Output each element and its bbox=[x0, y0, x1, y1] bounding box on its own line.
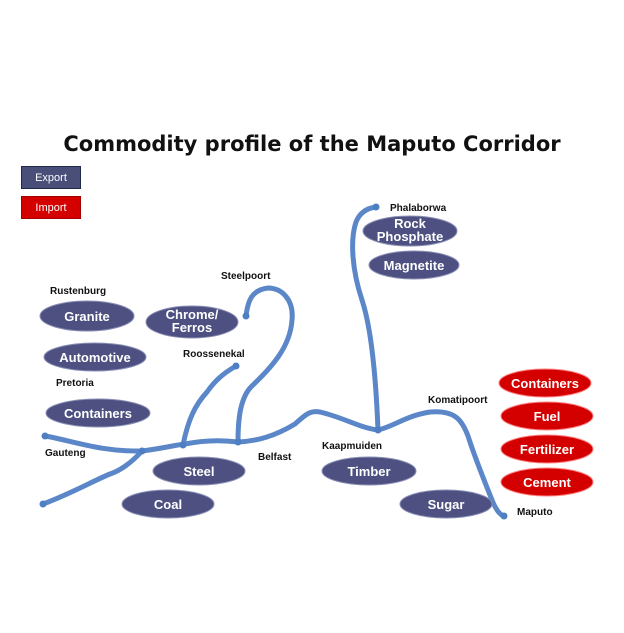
label-roossenekal: Roossenekal bbox=[183, 349, 245, 360]
export-granite: Granite bbox=[39, 300, 135, 332]
legend-export: Export bbox=[21, 166, 81, 189]
label-belfast: Belfast bbox=[258, 452, 292, 463]
svg-text:Containers: Containers bbox=[64, 406, 132, 421]
export-sugar: Sugar bbox=[399, 489, 493, 519]
node-maputo bbox=[500, 512, 508, 520]
node-phalaborwa bbox=[372, 203, 380, 211]
rail-routes bbox=[40, 204, 507, 519]
node-steelpoort bbox=[242, 312, 250, 320]
import-fuel: Fuel bbox=[500, 401, 594, 431]
svg-text:Magnetite: Magnetite bbox=[384, 258, 445, 273]
place-labels: Phalaborwa Steelpoort Rustenburg Roossen… bbox=[45, 203, 553, 518]
export-automotive: Automotive bbox=[43, 342, 147, 372]
import-containers: Containers bbox=[498, 368, 592, 398]
route-steelpoort-branch bbox=[235, 285, 295, 445]
svg-text:Ferros: Ferros bbox=[172, 320, 212, 335]
svg-text:Phosphate: Phosphate bbox=[377, 229, 443, 244]
label-pretoria: Pretoria bbox=[56, 378, 94, 389]
route-phalaborwa-branch bbox=[350, 204, 381, 433]
export-magnetite: Magnetite bbox=[368, 250, 460, 280]
svg-text:Rock: Rock bbox=[394, 216, 427, 231]
svg-text:Chrome/: Chrome/ bbox=[166, 307, 219, 322]
label-gauteng: Gauteng bbox=[45, 448, 86, 459]
node-junction-roossenekal bbox=[179, 441, 187, 449]
node-south-end bbox=[39, 500, 47, 508]
export-timber: Timber bbox=[321, 456, 417, 486]
export-coal: Coal bbox=[121, 489, 215, 519]
export-containers: Containers bbox=[45, 398, 151, 428]
route-roossenekal-branch bbox=[180, 363, 239, 448]
route-south-branch bbox=[40, 448, 145, 507]
route-main-line bbox=[42, 409, 507, 519]
import-commodities: Containers Fuel Fertilizer Cement bbox=[498, 368, 594, 497]
label-phalaborwa: Phalaborwa bbox=[390, 203, 447, 214]
label-komatipoort: Komatipoort bbox=[428, 395, 488, 406]
node-kaapmuiden bbox=[374, 426, 382, 434]
svg-text:Containers: Containers bbox=[511, 376, 579, 391]
svg-text:Sugar: Sugar bbox=[428, 497, 465, 512]
route-nodes bbox=[39, 203, 508, 520]
label-steelpoort: Steelpoort bbox=[221, 271, 271, 282]
label-kaapmuiden: Kaapmuiden bbox=[322, 441, 382, 452]
label-rustenburg: Rustenburg bbox=[50, 286, 106, 297]
export-chrome-ferros: Chrome/ Ferros bbox=[145, 305, 239, 339]
svg-text:Fuel: Fuel bbox=[534, 409, 561, 424]
svg-text:Cement: Cement bbox=[523, 475, 571, 490]
svg-text:Fertilizer: Fertilizer bbox=[520, 442, 574, 457]
svg-text:Steel: Steel bbox=[183, 464, 214, 479]
svg-text:Granite: Granite bbox=[64, 309, 110, 324]
node-junction-west bbox=[138, 447, 146, 455]
node-belfast bbox=[234, 438, 242, 446]
node-gauteng bbox=[41, 432, 49, 440]
export-rock-phosphate: Rock Phosphate bbox=[362, 215, 458, 247]
label-maputo: Maputo bbox=[517, 507, 553, 518]
node-roossenekal bbox=[232, 362, 240, 370]
svg-text:Timber: Timber bbox=[347, 464, 390, 479]
export-commodities: Rock Phosphate Magnetite Granite Chrome/… bbox=[39, 215, 493, 519]
import-fertilizer: Fertilizer bbox=[500, 434, 594, 464]
svg-text:Coal: Coal bbox=[154, 497, 182, 512]
import-cement: Cement bbox=[500, 467, 594, 497]
legend-import: Import bbox=[21, 196, 81, 219]
map-title: Commodity profile of the Maputo Corridor bbox=[63, 132, 561, 156]
svg-text:Automotive: Automotive bbox=[59, 350, 131, 365]
export-steel: Steel bbox=[152, 456, 246, 486]
